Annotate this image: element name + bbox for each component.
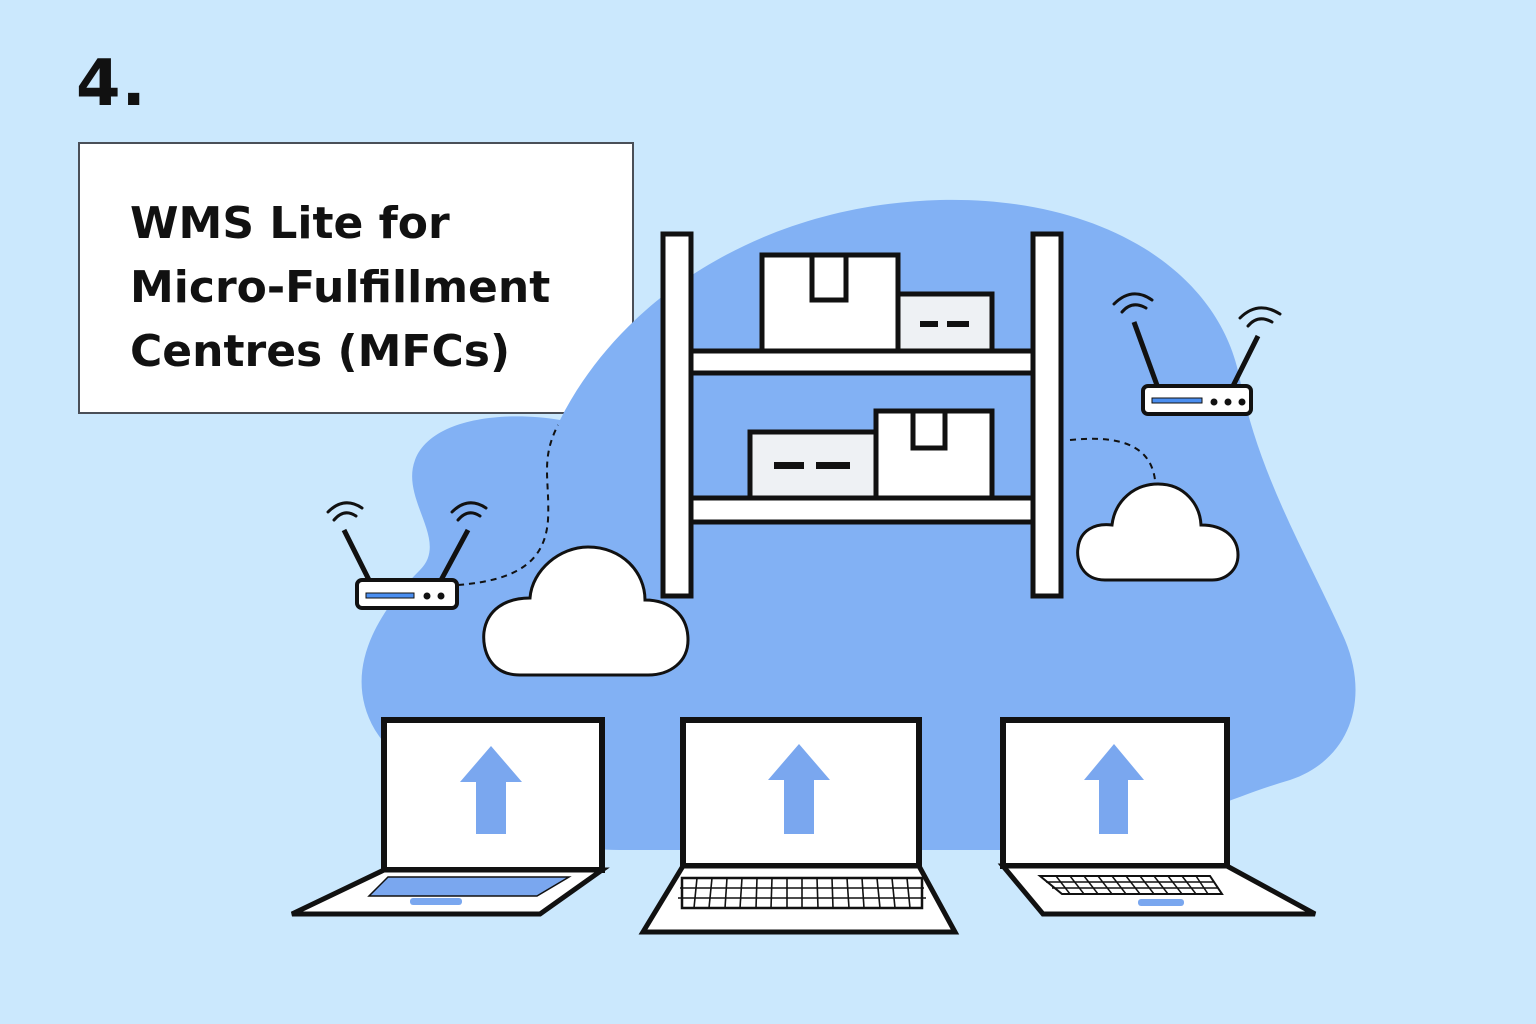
- connector-line-left: [457, 424, 559, 586]
- title-line-1: WMS Lite for: [130, 198, 450, 249]
- background-blob: [361, 199, 1356, 850]
- cloud-icon: [1076, 482, 1240, 582]
- title-text: WMS Lite for Micro-Fulfillment Centres (…: [130, 192, 610, 384]
- cardboard-box-icon: [759, 252, 901, 354]
- upload-arrow-icon: [768, 744, 830, 834]
- cloud-icon: [482, 545, 690, 677]
- title-line-2: Micro-Fulfillment: [130, 262, 551, 313]
- step-number: 4.: [76, 47, 147, 121]
- title-card: WMS Lite for Micro-Fulfillment Centres (…: [78, 142, 634, 414]
- wifi-router-icon: [326, 501, 488, 610]
- cardboard-box-icon: [747, 429, 879, 501]
- upload-arrow-icon: [460, 746, 522, 834]
- laptop-icon: [290, 717, 610, 917]
- connector-line-right: [1069, 437, 1156, 481]
- laptop-icon: [997, 717, 1317, 917]
- upload-arrow-icon: [1084, 744, 1144, 834]
- wifi-router-icon: [1112, 292, 1282, 416]
- cardboard-box-icon: [895, 291, 995, 354]
- warehouse-shelf-icon: [660, 231, 1064, 599]
- cardboard-box-icon: [873, 408, 995, 501]
- title-line-3: Centres (MFCs): [130, 326, 511, 377]
- laptop-icon: [638, 717, 960, 935]
